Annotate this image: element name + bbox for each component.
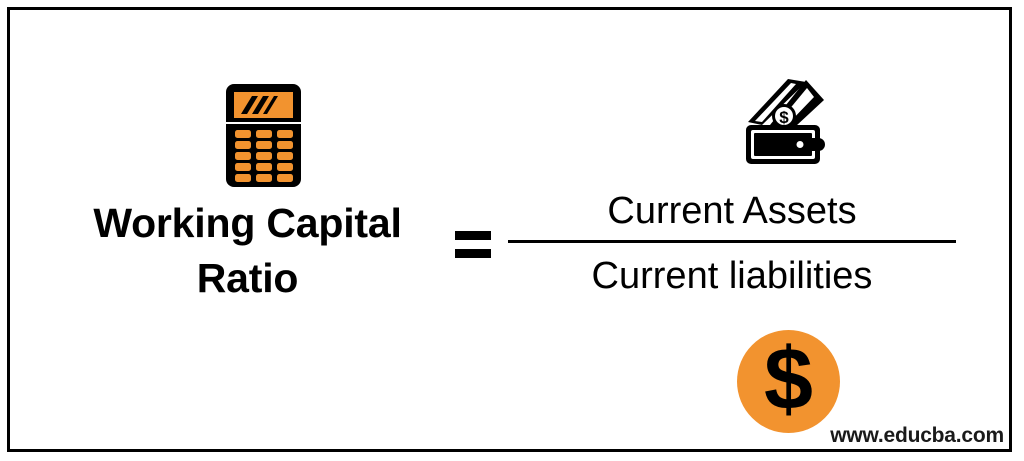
canvas-border: [7, 7, 1012, 452]
svg-text:$: $: [779, 108, 789, 127]
equals-sign: [455, 231, 491, 261]
fraction: Current Assets Current liabilities: [508, 192, 956, 295]
dollar-symbol: $: [764, 328, 813, 428]
fraction-numerator: Current Assets: [607, 190, 857, 232]
watermark-url: www.educba.com: [830, 424, 1004, 447]
lhs-line-2: Ratio: [196, 255, 299, 302]
fraction-denominator: Current liabilities: [591, 255, 873, 297]
working-capital-ratio-label: Working Capital Ratio: [60, 196, 435, 307]
dollar-coin-icon: $: [737, 330, 840, 433]
equals-bar-top: [455, 231, 491, 240]
wallet-with-cash-icon: $: [740, 78, 832, 166]
equals-bar-bottom: [455, 249, 491, 258]
fraction-bar: [508, 240, 956, 243]
lhs-line-1: Working Capital: [93, 200, 402, 246]
calculator-icon: [226, 84, 301, 187]
